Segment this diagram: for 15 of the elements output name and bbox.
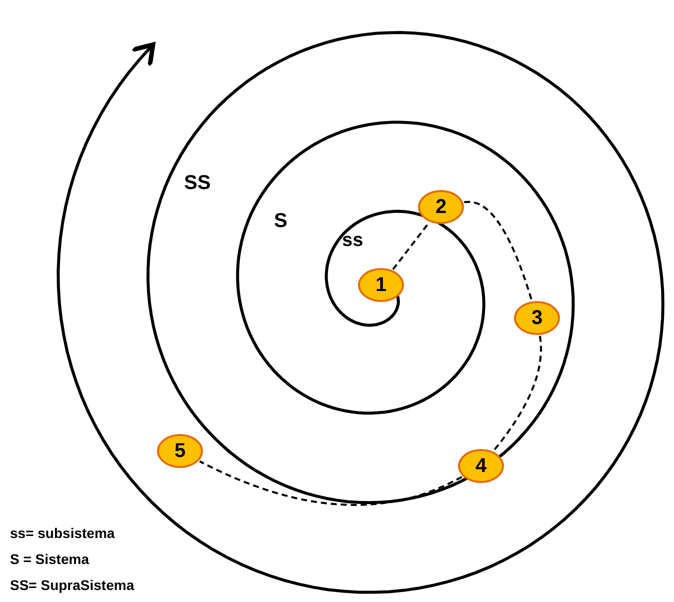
- spiral-label: ss: [341, 230, 364, 252]
- abbreviation-note: S = Sistema: [8, 551, 91, 567]
- numbered-oval: 1: [358, 268, 404, 302]
- dashed-connector: [492, 336, 542, 452]
- dashed-connector: [464, 200, 533, 301]
- dashed-connector: [392, 222, 430, 270]
- abbreviation-note: SS= SupraSistema: [8, 577, 136, 593]
- spiral-label: S: [273, 210, 288, 233]
- numbered-oval: 5: [157, 434, 203, 468]
- spiral-label: SS: [183, 172, 212, 195]
- numbered-oval: 2: [418, 190, 464, 224]
- numbered-oval: 3: [514, 301, 560, 335]
- numbered-oval: 4: [458, 449, 504, 483]
- dashed-connector: [199, 460, 462, 506]
- abbreviation-note: ss= subsistema: [8, 525, 117, 541]
